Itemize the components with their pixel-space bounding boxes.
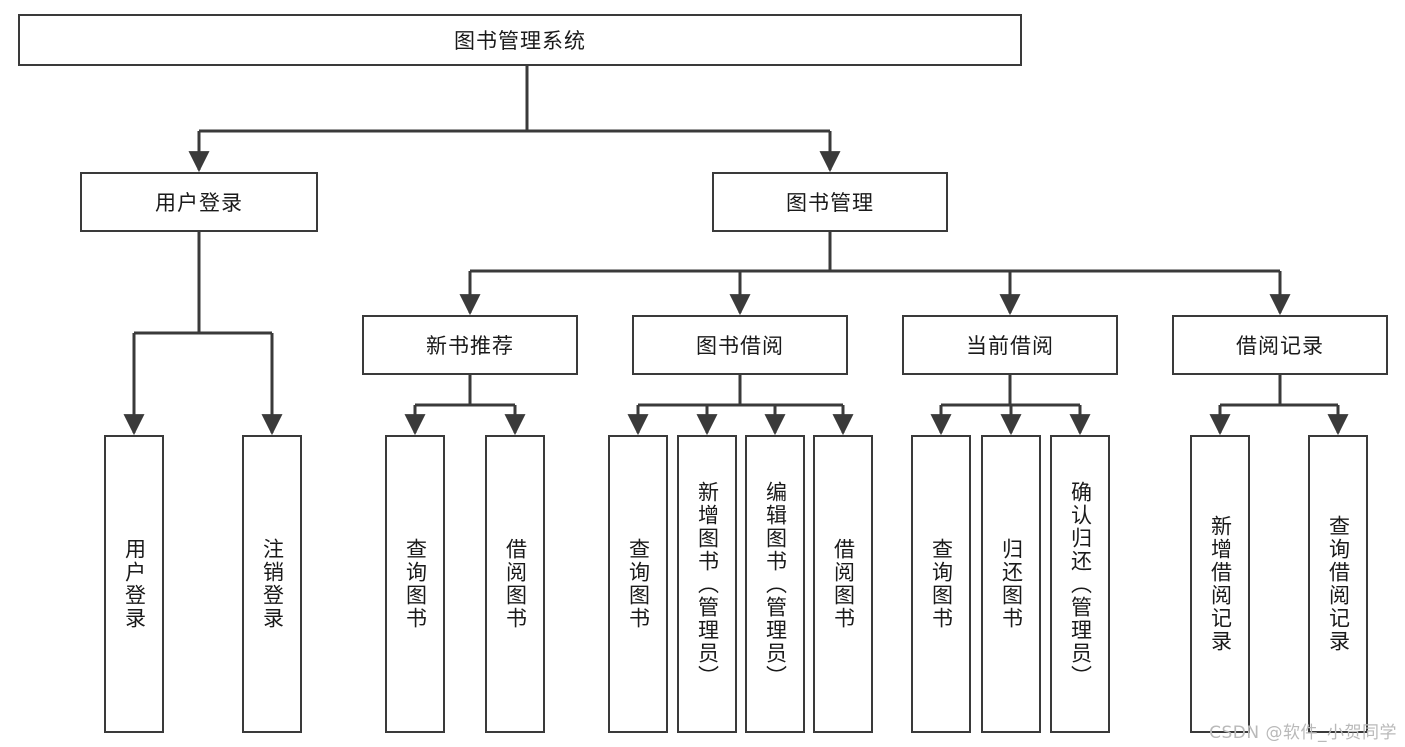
node-leaf-user-login[interactable]: 用户登录	[104, 435, 164, 733]
node-root-label: 图书管理系统	[454, 29, 586, 53]
node-leaf-borrow-book[interactable]: 借阅图书	[813, 435, 873, 733]
node-user-login-label: 用户登录	[155, 191, 243, 215]
node-borrow-record-label: 借阅记录	[1236, 334, 1324, 358]
node-user-login[interactable]: 用户登录	[80, 172, 318, 232]
csdn-watermark: CSDN @软件_小贺同学	[1209, 723, 1397, 743]
node-book-borrow-label: 图书借阅	[696, 334, 784, 358]
node-leaf-query-book-borrow-label: 查询图书	[626, 538, 651, 630]
node-current-borrow-label: 当前借阅	[966, 334, 1054, 358]
node-leaf-query-borrow-record-label: 查询借阅记录	[1326, 515, 1351, 653]
node-leaf-borrow-book-label: 借阅图书	[831, 538, 856, 630]
node-leaf-query-book-current-label: 查询图书	[929, 538, 954, 630]
node-leaf-edit-book-label: 编辑图书（管理员）	[763, 480, 788, 688]
node-leaf-query-book-borrow[interactable]: 查询图书	[608, 435, 668, 733]
node-leaf-return-book-label: 归还图书	[999, 538, 1024, 630]
node-leaf-edit-book[interactable]: 编辑图书（管理员）	[745, 435, 805, 733]
node-leaf-user-logout[interactable]: 注销登录	[242, 435, 302, 733]
node-leaf-add-book[interactable]: 新增图书（管理员）	[677, 435, 737, 733]
node-current-borrow[interactable]: 当前借阅	[902, 315, 1118, 375]
node-leaf-return-book[interactable]: 归还图书	[981, 435, 1041, 733]
node-leaf-add-book-label: 新增图书（管理员）	[695, 480, 720, 688]
node-book-manage-label: 图书管理	[786, 191, 874, 215]
node-book-manage[interactable]: 图书管理	[712, 172, 948, 232]
node-leaf-add-borrow-record[interactable]: 新增借阅记录	[1190, 435, 1250, 733]
node-leaf-query-book-recommend[interactable]: 查询图书	[385, 435, 445, 733]
node-leaf-query-borrow-record[interactable]: 查询借阅记录	[1308, 435, 1368, 733]
node-leaf-confirm-return[interactable]: 确认归还（管理员）	[1050, 435, 1110, 733]
node-new-book-recommend[interactable]: 新书推荐	[362, 315, 578, 375]
node-new-book-recommend-label: 新书推荐	[426, 334, 514, 358]
node-book-borrow[interactable]: 图书借阅	[632, 315, 848, 375]
node-leaf-confirm-return-label: 确认归还（管理员）	[1068, 480, 1093, 688]
node-leaf-user-login-label: 用户登录	[122, 538, 147, 630]
node-leaf-query-book-recommend-label: 查询图书	[403, 538, 428, 630]
node-leaf-user-logout-label: 注销登录	[260, 538, 285, 630]
node-leaf-borrow-book-recommend-label: 借阅图书	[503, 538, 528, 630]
node-leaf-query-book-current[interactable]: 查询图书	[911, 435, 971, 733]
node-leaf-borrow-book-recommend[interactable]: 借阅图书	[485, 435, 545, 733]
node-root[interactable]: 图书管理系统	[18, 14, 1022, 66]
node-borrow-record[interactable]: 借阅记录	[1172, 315, 1388, 375]
node-leaf-add-borrow-record-label: 新增借阅记录	[1208, 515, 1233, 653]
